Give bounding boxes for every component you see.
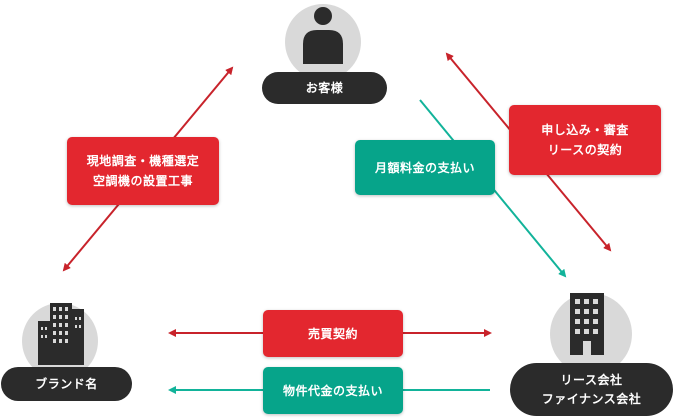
application-contract-box: 申し込み・審査 リースの契約 — [509, 105, 661, 175]
sales-contract-box: 売買契約 — [263, 310, 403, 357]
property-payment-box: 物件代金の支払い — [263, 367, 403, 414]
brand-icon-circle — [22, 303, 98, 379]
building-icon — [570, 293, 604, 355]
lease-label: リース会社 ファイナンス会社 — [510, 363, 673, 416]
customer-label: お客様 — [262, 72, 387, 104]
building-icon — [38, 303, 84, 365]
person-icon — [303, 7, 343, 64]
lease-icon-circle — [550, 293, 632, 375]
brand-label: ブランド名 — [1, 367, 132, 401]
monthly-payment-box: 月額料金の支払い — [355, 140, 495, 195]
customer-icon-circle — [285, 4, 361, 80]
survey-installation-box: 現地調査・機種選定 空調機の設置工事 — [67, 137, 219, 205]
